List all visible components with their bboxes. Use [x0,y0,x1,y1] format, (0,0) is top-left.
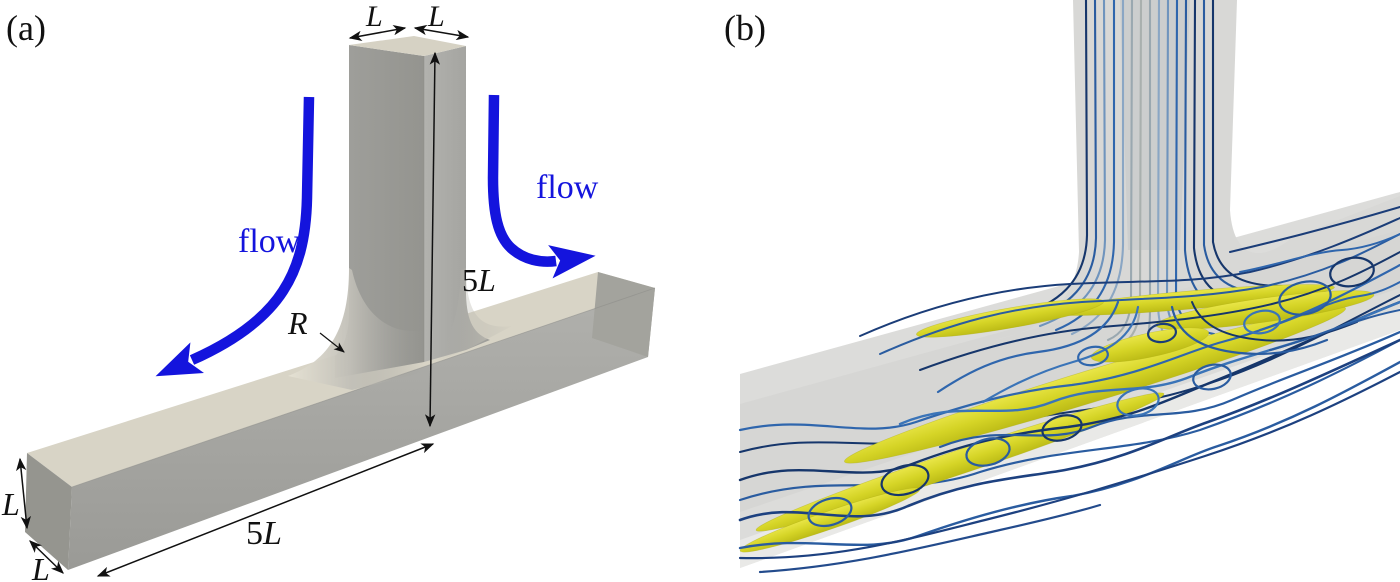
streamline [1054,0,1116,332]
panel-b: (b) [724,0,1400,574]
panel-a: (a) L L 5L R flow flow L L 5L [1,0,656,582]
streamline [981,305,1140,404]
dim-branch-length [424,51,441,428]
dim-label-duct-depth: L [31,551,50,582]
fillet-radius-pointer [319,332,345,353]
flow-label-right: flow [536,169,599,206]
dim-label-top-width-right: L [427,0,445,33]
dim-duct-height [16,457,31,530]
streamline-loop [1116,387,1160,417]
streamline [738,370,1400,560]
fillet-right-highlight [436,268,512,362]
flow-arrow-right [487,94,596,279]
fillet-radius-label: R [287,305,308,341]
column-right-face [424,46,490,362]
inlet-channel-core-shade [1120,0,1190,250]
streamline-loop [1041,414,1083,442]
streamline [758,503,1102,574]
streamline-loop [1278,280,1332,316]
streamline [1038,0,1107,328]
streamline-loop [880,463,930,497]
streamline [1191,301,1358,342]
flow-label-left: flow [238,223,301,260]
dim-label-branch-length: 5L [462,262,496,298]
streamline [1239,233,1400,273]
streamline [938,330,1400,449]
dim-label-duct-length: 5L [246,515,282,552]
dim-top-width-left [348,24,407,42]
dim-top-width-right [413,24,470,41]
fillet-left-highlight [288,268,424,390]
vortex-loops [807,256,1375,528]
streamline [1170,305,1329,355]
dim-label-top-width-left: L [365,0,383,33]
streamline [859,217,1400,337]
flow-arrows [155,94,596,377]
streamline-loop [1077,345,1109,367]
dim-label-duct-height: L [1,486,20,522]
streamline-loop [1243,309,1281,335]
t-junction-schematic [25,36,656,570]
streamline-loop [1146,322,1178,344]
dimension-lines [16,24,470,577]
vortex-tube [844,306,1346,464]
panel-a-label: (a) [6,8,46,48]
streamline [1229,206,1400,253]
streamline-loop [1329,256,1375,288]
streamline [739,294,1400,453]
streamline [1269,309,1400,351]
streamline-loop [807,496,853,528]
streamline-loop [1192,363,1232,391]
dim-duct-depth [29,540,64,574]
streamline [738,338,1400,522]
streamline [936,300,1120,394]
panel-b-label: (b) [724,8,766,48]
streamline-loop [965,437,1011,467]
streamline [1259,281,1400,331]
dim-duct-length [96,443,435,577]
flow-arrow-left [155,96,315,377]
